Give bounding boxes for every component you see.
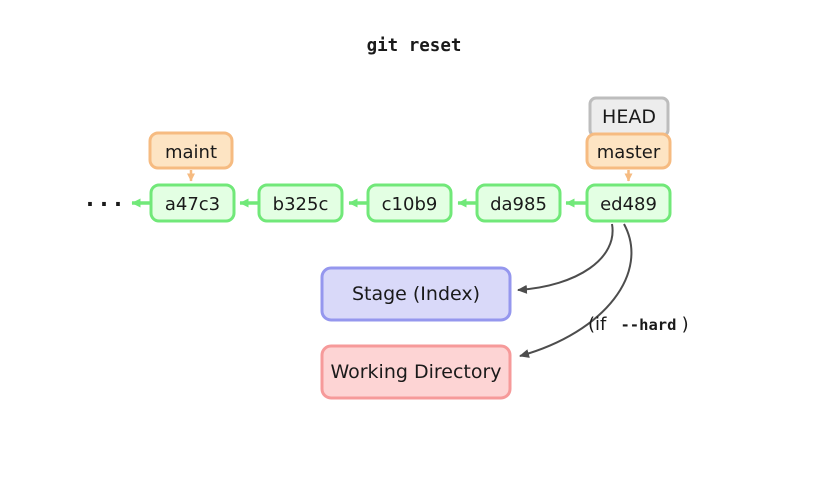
diagram-title: git reset xyxy=(367,36,462,56)
commit-node-a47c3: a47c3 xyxy=(149,183,236,223)
branch-node-master: master xyxy=(585,132,672,170)
stage-index-box xyxy=(320,266,512,322)
working-directory-node: Working Directory xyxy=(320,344,512,400)
commit-label: ed489 xyxy=(600,194,657,215)
if-hard-annotation: (if --hard ) xyxy=(588,314,689,335)
stage-index-node: Stage (Index) xyxy=(320,266,512,322)
commit-box xyxy=(366,183,453,223)
commit-node-ed489: ed489 xyxy=(585,183,672,223)
master-box xyxy=(585,132,672,170)
commit-box xyxy=(149,183,236,223)
maint-label: maint xyxy=(165,142,217,163)
annotation-command: --hard xyxy=(620,316,676,334)
reset-arrow-to-working-directory xyxy=(519,223,633,358)
commit-node-c10b9: c10b9 xyxy=(366,183,453,223)
stage-index-label: Stage (Index) xyxy=(352,283,480,305)
annotation-suffix: ) xyxy=(682,314,689,335)
commit-label: da985 xyxy=(490,194,547,215)
annotation-prefix: (if xyxy=(588,314,607,335)
commit-label: b325c xyxy=(273,194,329,215)
branch-node-maint: maint xyxy=(148,131,234,170)
working-directory-box xyxy=(320,344,512,400)
ellipsis-history: ... xyxy=(86,187,128,211)
commit-box xyxy=(475,183,562,223)
commit-node-da985: da985 xyxy=(475,183,562,223)
master-label: master xyxy=(597,142,661,163)
working-directory-label: Working Directory xyxy=(330,361,501,383)
commit-label: c10b9 xyxy=(382,194,438,215)
head-node: HEAD xyxy=(588,96,670,138)
commit-box xyxy=(585,183,672,223)
maint-box xyxy=(148,131,234,170)
head-label: HEAD xyxy=(602,106,656,128)
commit-box xyxy=(257,183,344,223)
commit-label: a47c3 xyxy=(165,194,220,215)
reset-arrow-to-stage xyxy=(517,223,614,294)
commit-node-b325c: b325c xyxy=(257,183,344,223)
